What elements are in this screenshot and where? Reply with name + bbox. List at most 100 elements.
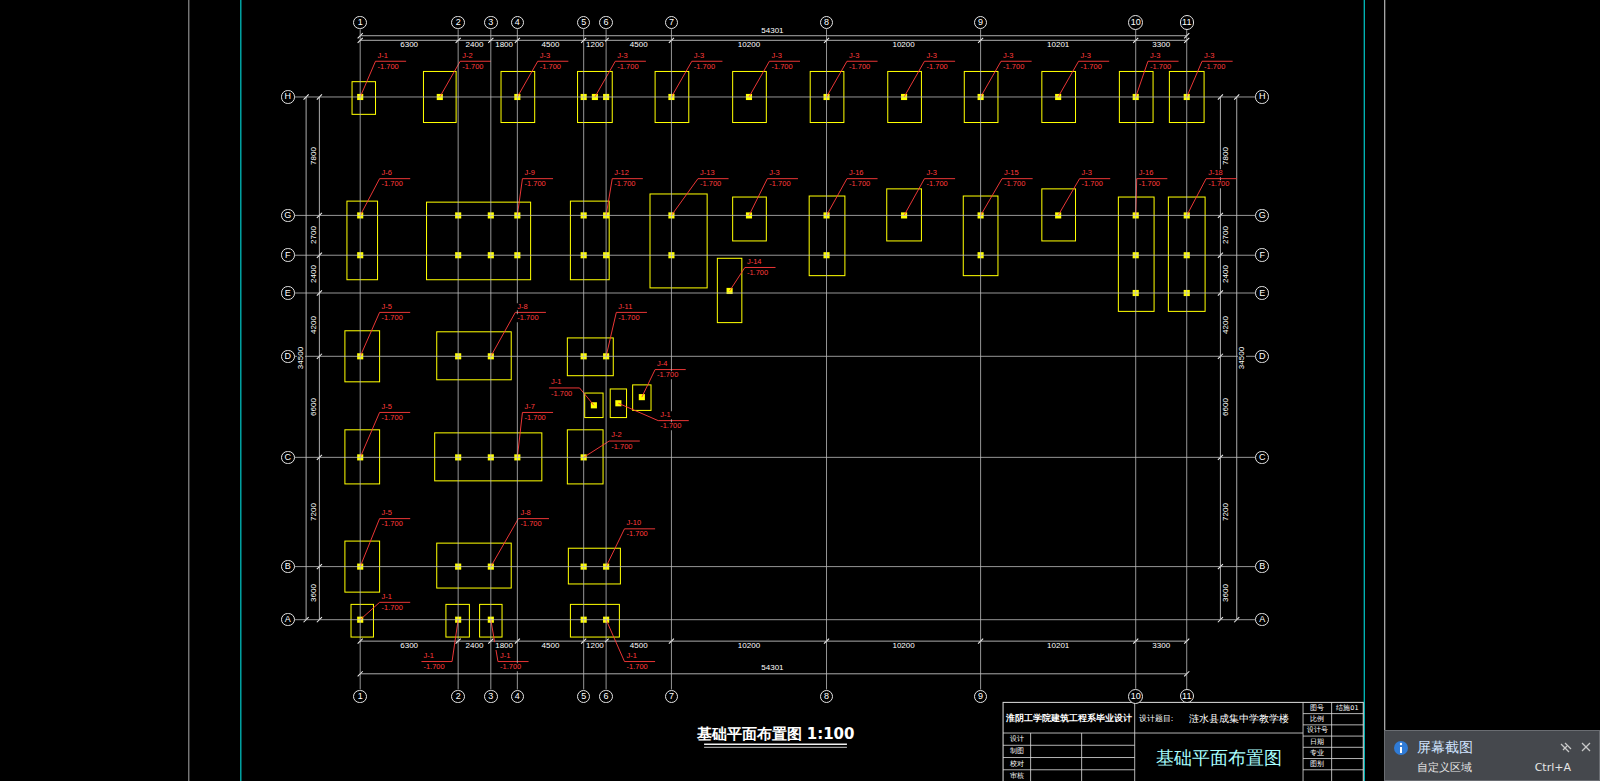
footing-elevation: -1.700 xyxy=(613,181,636,189)
axis-bubble: 5 xyxy=(577,690,591,704)
footing-leader xyxy=(671,179,728,216)
dimension-text: 2400 xyxy=(465,642,485,650)
footing-elevation: -1.700 xyxy=(516,314,539,322)
dimension-text: 2700 xyxy=(1222,225,1230,245)
footing-tag: J-1 xyxy=(550,379,562,387)
footing-elevation: -1.700 xyxy=(848,181,871,189)
footing-tag: J-3 xyxy=(848,52,860,60)
title-block-grid xyxy=(1134,702,1135,781)
axis-label: G xyxy=(1259,211,1266,220)
axis-label: B xyxy=(1259,562,1265,571)
dimension-text: 7200 xyxy=(310,502,318,522)
title-block-text: 专业 xyxy=(1309,750,1325,757)
footing-leader xyxy=(749,61,800,97)
axis-bubble: 5 xyxy=(577,16,591,30)
axis-label: 7 xyxy=(669,692,674,701)
axis-bubble: 4 xyxy=(511,16,525,30)
footing-tag: J-5 xyxy=(381,509,393,517)
footing-tag: J-5 xyxy=(381,403,393,411)
axis-label: 1 xyxy=(358,692,363,701)
dimension-text: 10200 xyxy=(891,642,915,650)
footing-leader xyxy=(749,179,798,216)
footing-tag: J-3 xyxy=(926,169,938,177)
axis-bubble: D xyxy=(1255,350,1269,364)
footing-elevation: -1.700 xyxy=(523,181,546,189)
axis-line xyxy=(295,293,1256,294)
axis-label: F xyxy=(1259,251,1265,260)
axis-label: 11 xyxy=(1182,18,1191,27)
dimension-line xyxy=(360,673,1187,674)
dimension-text: 2700 xyxy=(310,225,318,245)
axis-label: 7 xyxy=(669,18,674,27)
footing-leader xyxy=(981,179,1033,216)
axis-bubble: 11 xyxy=(1180,689,1194,703)
footing-elevation: -1.700 xyxy=(1138,181,1161,189)
footing-tag: J-1 xyxy=(499,652,511,660)
notification-toast: 屏幕截图自定义区域Ctrl+A xyxy=(1384,730,1600,781)
footing-tag: J-1 xyxy=(381,593,393,601)
axis-label: E xyxy=(285,289,291,298)
footing-elevation: -1.700 xyxy=(381,604,404,612)
dimension-text: 1800 xyxy=(494,41,514,49)
footing-tag: J-14 xyxy=(746,258,763,266)
axis-label: F xyxy=(285,251,291,260)
footing-leader xyxy=(642,370,686,398)
title-underline xyxy=(704,743,847,745)
dimension-text: 54301 xyxy=(760,664,784,672)
axis-label: 9 xyxy=(978,692,983,701)
footing-elevation: -1.700 xyxy=(768,181,791,189)
axis-bubble: F xyxy=(1255,248,1269,262)
title-block-text: 设计号 xyxy=(1306,727,1329,734)
footing-leader xyxy=(440,61,491,97)
dimension-text: 4500 xyxy=(541,41,561,49)
dimension-text: 6300 xyxy=(399,41,419,49)
footing-leader xyxy=(360,519,410,567)
title-block-grid xyxy=(1303,724,1363,725)
title-block-text: 比例 xyxy=(1309,716,1325,723)
title-block-text: 基础平面布置图 xyxy=(1155,749,1283,767)
footing-elevation: -1.700 xyxy=(610,443,633,451)
dimension-text: 3300 xyxy=(1151,642,1171,650)
footing-tag: J-3 xyxy=(1002,52,1014,60)
axis-bubble: 6 xyxy=(599,690,613,704)
dimension-text: 4500 xyxy=(541,642,561,650)
axis-bubble: 11 xyxy=(1180,15,1194,29)
footing-tag: J-1 xyxy=(659,411,671,419)
axis-line xyxy=(295,457,1256,458)
axis-bubble: 2 xyxy=(451,690,465,704)
axis-label: A xyxy=(285,615,291,624)
axis-label: C xyxy=(285,453,292,462)
footing-tag: J-3 xyxy=(616,52,628,60)
axis-label: 10 xyxy=(1131,692,1141,701)
axis-bubble: E xyxy=(281,286,295,300)
dimension-text: 2400 xyxy=(310,264,318,284)
axis-bubble: 10 xyxy=(1128,689,1143,704)
axis-label: 8 xyxy=(824,692,829,701)
axis-label: 3 xyxy=(488,692,493,701)
axis-line xyxy=(606,29,607,689)
footing-leader xyxy=(1136,179,1168,216)
footing-leader xyxy=(1136,61,1179,97)
footing-elevation: -1.700 xyxy=(693,63,716,71)
axis-bubble: 4 xyxy=(511,690,525,704)
axis-line xyxy=(295,356,1256,357)
footing-leader xyxy=(981,61,1032,97)
close-icon xyxy=(1582,743,1590,751)
footing-leader xyxy=(606,312,647,356)
footing-leader xyxy=(606,529,655,567)
footing-tag: J-3 xyxy=(768,169,780,177)
footing-elevation: -1.700 xyxy=(926,63,949,71)
close-icon xyxy=(1582,743,1590,751)
axis-label: 2 xyxy=(456,692,461,701)
footing-elevation: -1.700 xyxy=(1081,181,1104,189)
title-block-text: 设计题目: xyxy=(1138,715,1175,723)
title-block-grid xyxy=(1303,713,1363,714)
title-block-grid xyxy=(1303,758,1363,759)
footing-leader xyxy=(904,179,955,216)
footing-tag: J-6 xyxy=(381,169,393,177)
axis-bubble: 1 xyxy=(353,16,367,30)
axis-bubble: A xyxy=(281,613,295,627)
axis-label: B xyxy=(285,562,291,571)
footing-leader xyxy=(491,620,529,662)
